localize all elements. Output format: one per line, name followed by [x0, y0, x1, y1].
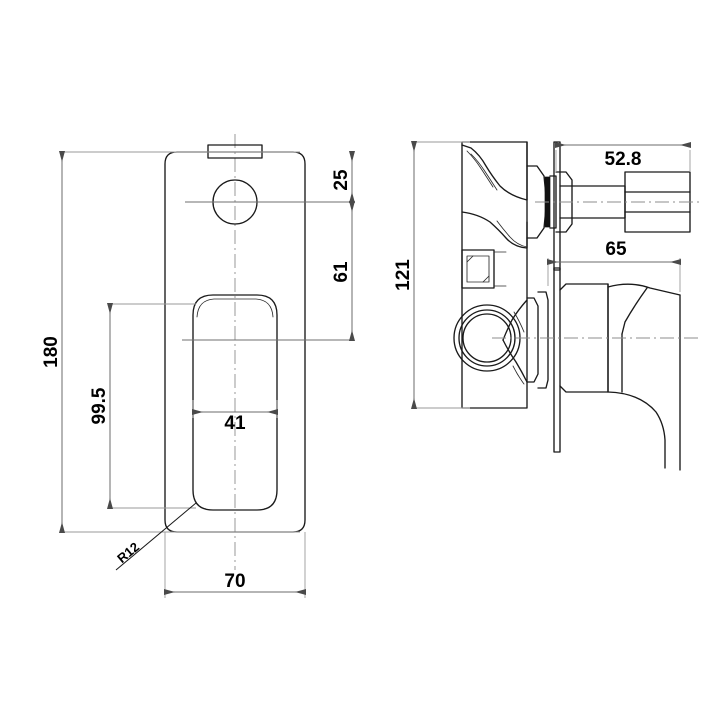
diverter-shoulder-hatch-1 — [466, 150, 494, 188]
lever-escutcheon-inner-lip — [196, 298, 274, 318]
dim-99-5-label: 99.5 — [89, 387, 110, 424]
dim-r12-label: R12 — [114, 539, 142, 566]
lever-spigot-collar — [537, 291, 549, 389]
dim-61-label: 61 — [331, 261, 352, 283]
lever-spigot — [526, 297, 539, 383]
lever-handle-bottom-curve — [607, 391, 666, 469]
dimension-r12: R12 — [114, 502, 197, 571]
lever-body-flare-lower — [502, 339, 528, 383]
dimension-41: 41 — [192, 400, 278, 434]
lever-body-flare-upper — [502, 299, 528, 341]
inlet-port-inner — [466, 255, 490, 283]
diverter-shoulder-lower — [461, 211, 528, 249]
inlet-port-tabs — [493, 251, 507, 287]
dimension-52-8: 52.8 — [555, 142, 691, 172]
diverter-seal-retainer — [549, 175, 557, 229]
dim-121-label: 121 — [393, 259, 414, 291]
dimension-25: 25 — [331, 151, 355, 203]
side-view-group: 121 52.8 65 — [393, 141, 700, 471]
diverter-shoulder-hatch-2 — [470, 153, 498, 191]
dimension-70: 70 — [164, 532, 306, 598]
lever-body-flare-hatch-1 — [513, 311, 525, 333]
wall-plate-lower — [553, 267, 561, 453]
cartridge-nut-mid — [458, 309, 516, 367]
dim-r12-leader — [115, 502, 197, 571]
inlet-port-chamfer — [466, 255, 490, 283]
dimension-99-5: 99.5 — [89, 303, 196, 509]
lever-body-flare-hatch-2 — [512, 365, 525, 385]
dim-41-label: 41 — [224, 413, 246, 434]
dimension-65: 65 — [547, 239, 681, 292]
dimension-61: 61 — [331, 201, 355, 341]
inlet-port-outer — [461, 249, 495, 289]
front-view-group: 180 99.5 25 61 — [41, 134, 355, 598]
lever-escutcheon-outline — [192, 294, 278, 511]
dim-180-label: 180 — [41, 336, 62, 368]
dimension-121: 121 — [393, 141, 470, 409]
inlet-port-boss — [461, 249, 507, 289]
side-body-block — [461, 141, 528, 409]
dim-70-label: 70 — [224, 571, 245, 592]
diverter-shoulder-upper — [461, 141, 528, 201]
wall-plate-upper — [553, 141, 561, 271]
lever-mixer-assembly — [453, 267, 700, 471]
dim-52-8-label: 52.8 — [605, 149, 642, 170]
lever-handle-top-edge — [607, 283, 681, 296]
dim-25-label: 25 — [331, 169, 352, 191]
top-mounting-tab — [207, 144, 263, 159]
diverter-assembly — [461, 141, 700, 271]
dim-65-label: 65 — [605, 239, 627, 260]
lever-handle-inner-edge — [621, 287, 648, 335]
diverter-shoulder-hatch-3 — [496, 220, 528, 248]
dimension-180: 180 — [41, 151, 300, 533]
